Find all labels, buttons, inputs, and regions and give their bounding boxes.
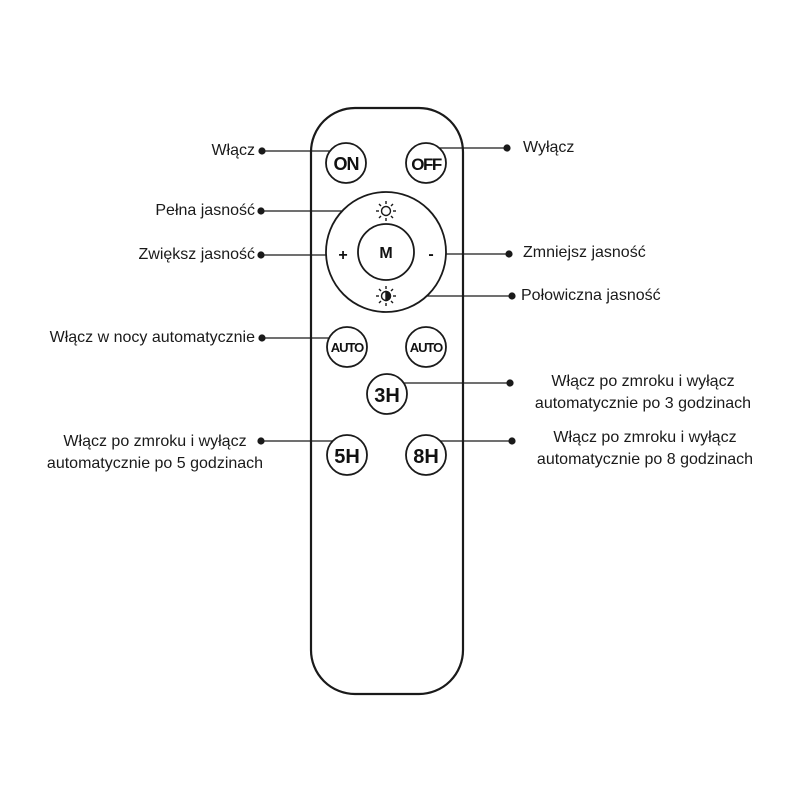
auto-left-button[interactable]: AUTO [326, 326, 368, 368]
leader-dot-3h [506, 379, 514, 387]
increase-brightness-button[interactable]: + [338, 247, 347, 264]
label-timer-5h-line1: Włącz po zmroku i wyłącz [63, 433, 247, 450]
label-timer-5h-line2: automatycznie po 5 godzinach [46, 455, 264, 472]
label-full-brightness: Pełna jasność [155, 202, 255, 219]
sun-icon [376, 201, 396, 221]
label-timer-3h-line2: automatycznie po 3 godzinach [534, 395, 752, 412]
label-timer-8h-line1: Włącz po zmroku i wyłącz [553, 429, 737, 446]
label-off: Wyłącz [523, 139, 575, 156]
timer-8h-label: 8H [413, 446, 439, 468]
label-auto-night: Włącz w nocy automatycznie [49, 329, 255, 346]
plus-label: + [338, 247, 347, 264]
leader-dot-auto [258, 334, 266, 342]
label-half-brightness: Połowiczna jasność [521, 287, 661, 304]
label-timer-3h: Włącz po zmroku i wyłącz automatycznie p… [513, 371, 773, 415]
on-button-label: ON [334, 154, 359, 174]
label-timer-5h: Włącz po zmroku i wyłącz automatycznie p… [15, 431, 295, 475]
leader-dot-on [258, 147, 266, 155]
label-on: Włącz [211, 142, 255, 159]
leader-dot-plus [257, 251, 265, 259]
leader-dot-8h [508, 437, 516, 445]
leader-dot-minus [505, 250, 513, 258]
mode-button-label: M [379, 245, 392, 262]
off-button[interactable]: OFF [405, 142, 447, 184]
label-decrease-brightness: Zmniejsz jasność [523, 244, 646, 261]
label-timer-8h: Włącz po zmroku i wyłącz automatycznie p… [515, 427, 775, 471]
mode-button[interactable]: M [357, 223, 415, 281]
leader-dot-full [257, 207, 265, 215]
timer-3h-label: 3H [374, 385, 400, 407]
timer-8h-button[interactable]: 8H [405, 434, 447, 476]
half-sun-icon [376, 286, 396, 306]
leader-dot-off [503, 144, 511, 152]
full-brightness-button[interactable] [376, 201, 396, 221]
label-increase-brightness: Zwiększ jasność [138, 246, 255, 263]
leader-dot-half [508, 292, 516, 300]
on-button[interactable]: ON [325, 142, 367, 184]
label-timer-8h-line2: automatycznie po 8 godzinach [536, 451, 754, 468]
decrease-brightness-button[interactable]: - [428, 246, 433, 263]
minus-label: - [428, 246, 433, 263]
timer-5h-label: 5H [334, 446, 360, 468]
auto-left-label: AUTO [331, 340, 364, 355]
leader-dot-5h [257, 437, 265, 445]
auto-right-button[interactable]: AUTO [405, 326, 447, 368]
auto-right-label: AUTO [410, 340, 443, 355]
timer-3h-button[interactable]: 3H [366, 373, 408, 415]
half-brightness-button[interactable] [376, 286, 396, 306]
off-button-label: OFF [411, 155, 442, 174]
timer-5h-button[interactable]: 5H [326, 434, 368, 476]
label-timer-3h-line1: Włącz po zmroku i wyłącz [551, 373, 735, 390]
